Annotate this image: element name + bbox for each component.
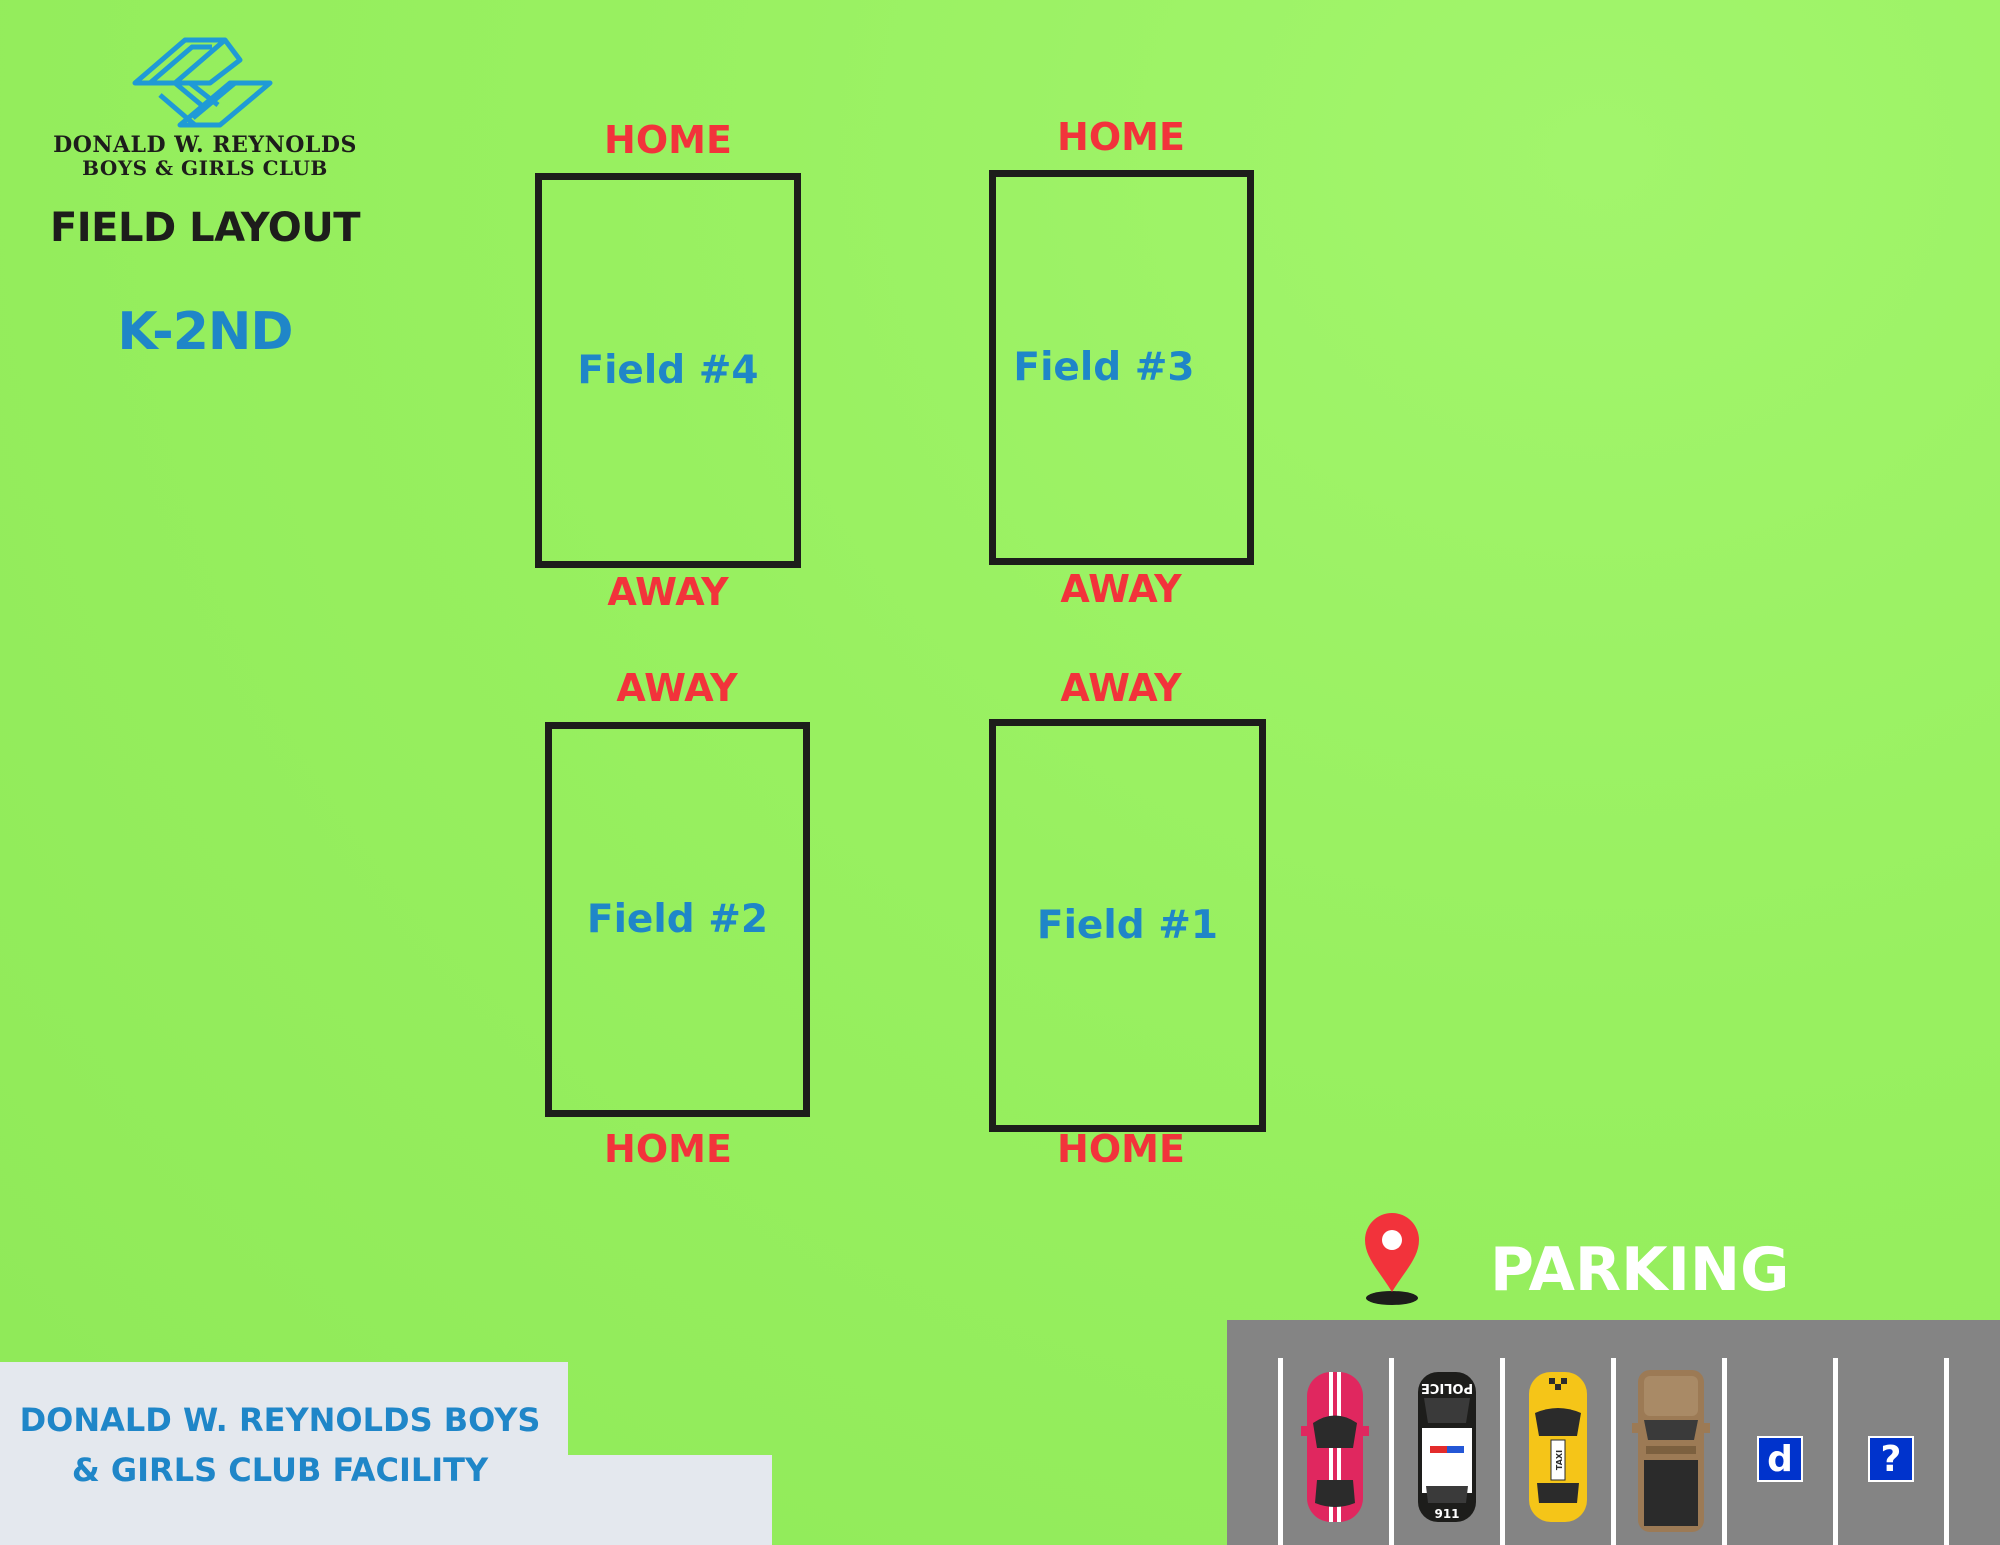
location-pin-icon xyxy=(1365,1213,1419,1305)
parking-bay-line xyxy=(1278,1358,1283,1545)
grade-label: K-2ND xyxy=(117,302,293,362)
police-car-number: 911 xyxy=(1434,1507,1459,1521)
field-2-label: Field #2 xyxy=(586,897,769,942)
field-2-bottom-label: HOME xyxy=(604,1127,732,1171)
brown-pickup-truck-icon xyxy=(1632,1370,1710,1532)
parking-bay-line xyxy=(1611,1358,1616,1545)
field-1-top-label: AWAY xyxy=(1060,666,1182,710)
police-car-icon: POLICE 911 xyxy=(1418,1372,1476,1522)
field-4-label: Field #4 xyxy=(577,348,759,393)
org-name-line1: DONALD W. REYNOLDS xyxy=(53,132,357,158)
field-4-top-label: HOME xyxy=(604,118,732,162)
facility-label-line2: & GIRLS CLUB FACILITY xyxy=(71,1451,489,1489)
field-3-top-label: HOME xyxy=(1057,115,1185,159)
field-2: Field #2 xyxy=(545,722,810,1117)
police-car-text: POLICE xyxy=(1421,1380,1473,1395)
parking-title: PARKING xyxy=(1490,1235,1790,1305)
parking-bay-line xyxy=(1722,1358,1727,1545)
parking-bay-line xyxy=(1833,1358,1838,1545)
field-3-label: Field #3 xyxy=(1013,345,1195,390)
field-4: Field #4 xyxy=(535,173,801,568)
field-4-bottom-label: AWAY xyxy=(607,570,729,614)
taxi-icon: TAXI xyxy=(1529,1372,1587,1522)
parking-bay-line xyxy=(1500,1358,1505,1545)
parking-bay-line xyxy=(1944,1358,1949,1545)
facility-label-background-extension xyxy=(0,1455,772,1545)
field-1-label: Field #1 xyxy=(1036,903,1219,948)
parking-bay-line xyxy=(1389,1358,1394,1545)
pink-sports-car-icon xyxy=(1301,1372,1369,1522)
field-3: Field #3 xyxy=(989,170,1254,565)
page-title: FIELD LAYOUT xyxy=(49,205,361,251)
club-logo-icon xyxy=(132,37,273,128)
field-2-top-label: AWAY xyxy=(616,666,738,710)
field-3-bottom-label: AWAY xyxy=(1060,567,1182,611)
accessible-parking-sign-icon: ? xyxy=(1868,1436,1914,1482)
facility-label: DONALD W. REYNOLDS BOYS & GIRLS CLUB FAC… xyxy=(0,1395,560,1495)
parking-sign-d-icon: d xyxy=(1757,1436,1803,1482)
parking-lot: POLICE 911 TAXI d ? xyxy=(1227,1320,2000,1545)
org-name-line2: BOYS & GIRLS CLUB xyxy=(82,156,328,180)
field-1-bottom-label: HOME xyxy=(1057,1127,1185,1171)
facility-label-line1: DONALD W. REYNOLDS BOYS xyxy=(19,1401,541,1439)
field-1: Field #1 xyxy=(989,719,1266,1132)
taxi-sign-text: TAXI xyxy=(1555,1450,1564,1470)
